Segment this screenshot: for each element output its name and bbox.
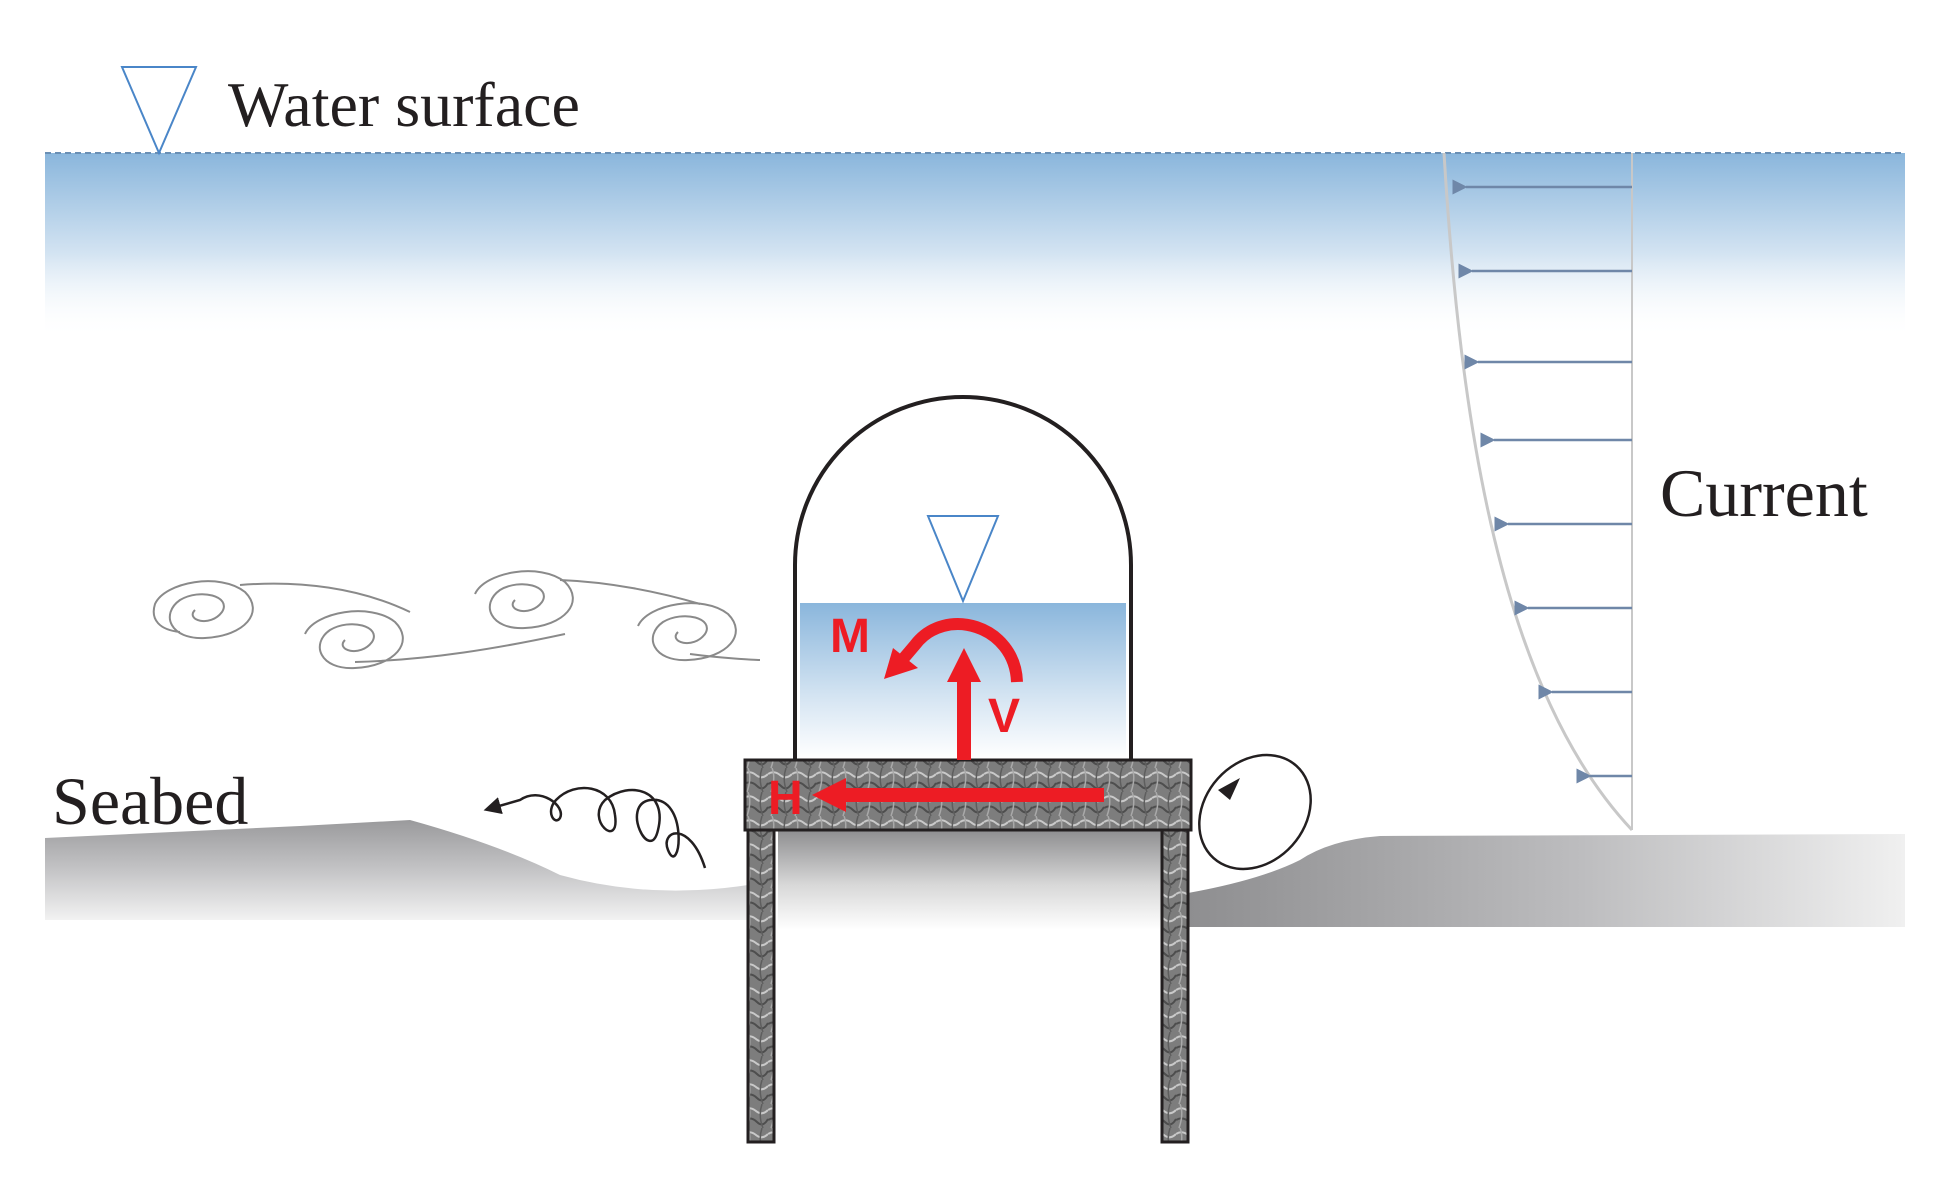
vortex-spiral: [152, 580, 254, 640]
vortex-spiral: [304, 610, 404, 670]
water-body: [45, 153, 1905, 338]
seabed-right: [1188, 834, 1905, 927]
skirt-left: [746, 828, 776, 1144]
vertical-arrow: [957, 675, 971, 760]
vertical-arrowhead: [947, 648, 981, 682]
horseshoe-vortex: [1198, 753, 1312, 871]
horizontal-arrow: [840, 788, 1104, 802]
moment-label: M: [830, 610, 870, 663]
wake-vortices: [152, 570, 761, 670]
seabed-under-foundation: [778, 830, 1166, 930]
horseshoe-vortex-arrowhead: [1218, 778, 1240, 800]
internal-water-marker-icon: [926, 515, 1000, 604]
horizontal-label: H: [768, 772, 803, 825]
vortex-tail: [354, 633, 566, 663]
vortex-tail: [559, 579, 701, 605]
moment-arrowhead: [884, 648, 918, 679]
moment-arrow: [893, 618, 1023, 683]
seabed-left: [45, 820, 748, 920]
water-surface-label: Water surface: [228, 69, 580, 140]
current-profile: [1442, 152, 1634, 832]
vortex-spiral: [474, 570, 574, 630]
skirt-right: [1160, 828, 1190, 1144]
scour-helix-vortex: [483, 786, 707, 869]
seabed-label: Seabed: [52, 763, 248, 839]
vortex-tail: [689, 653, 761, 661]
current-label: Current: [1660, 455, 1868, 531]
vortex-spiral: [637, 602, 737, 662]
load-arrows: [812, 618, 1104, 812]
water-level-marker-icon: [120, 66, 198, 156]
current-profile-curve: [1442, 152, 1634, 832]
vortex-tail: [239, 582, 411, 613]
horizontal-arrowhead: [812, 778, 846, 812]
vertical-label: V: [988, 690, 1020, 743]
